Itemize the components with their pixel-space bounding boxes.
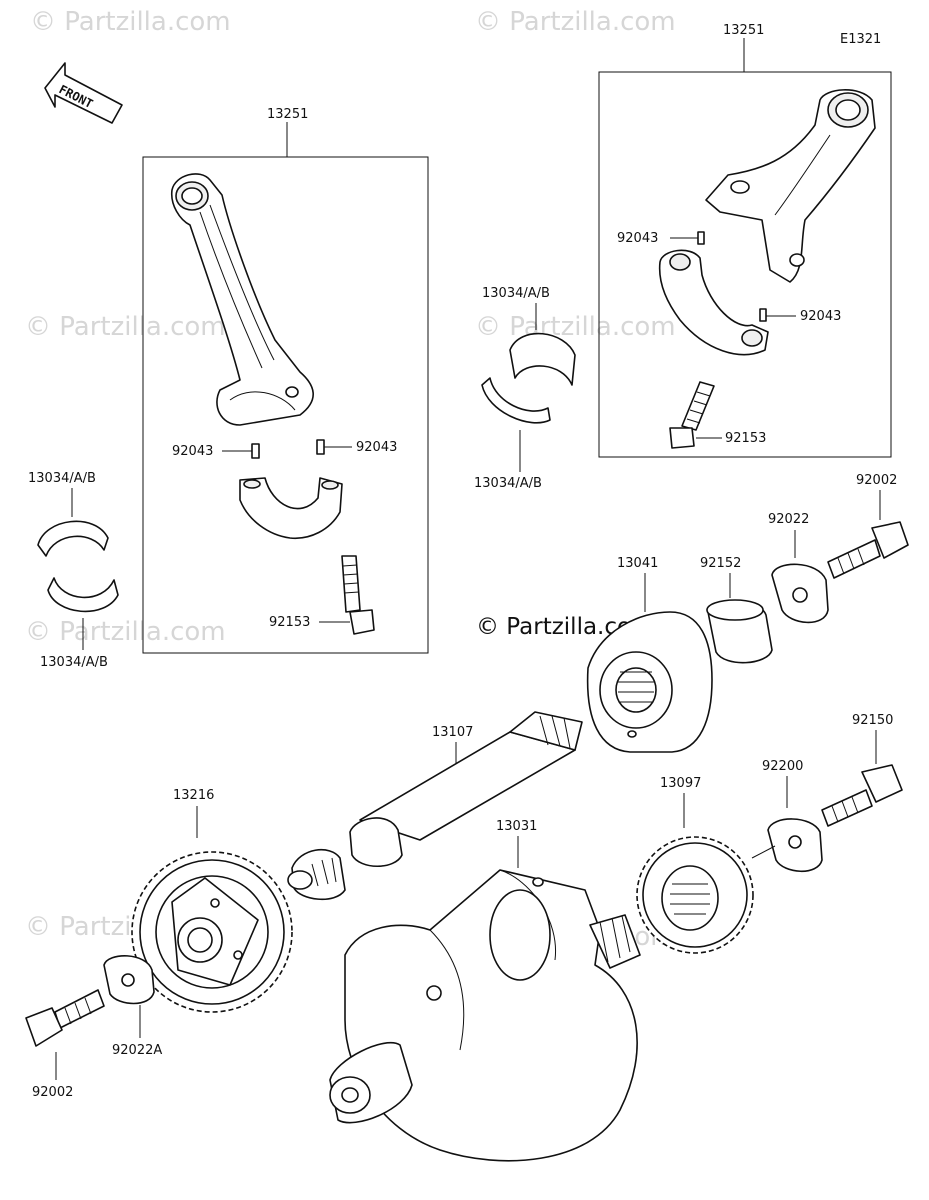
label-rod-set-right: 13251 [723, 23, 764, 38]
rod-set-right: 13251 92043 92043 92153 [598, 23, 892, 458]
bearing-shell-mid-upper [509, 332, 576, 386]
label-pin-left-b: 92043 [356, 440, 397, 455]
watermark-layer: © Partzilla.com © Partzilla.com © Partzi… [25, 7, 676, 952]
rod-set-right-box [598, 71, 892, 458]
label-collar-92152: 92152 [700, 556, 741, 571]
label-housing-13041: 13041 [617, 556, 658, 571]
rod-set-left-box [142, 156, 429, 654]
label-shaft-13107: 13107 [432, 725, 473, 740]
collar-92152: 92152 [700, 556, 773, 664]
washer-92022a: 92022A [103, 955, 162, 1058]
watermark: © Partzilla.com [475, 7, 676, 37]
label-bearing-mid-top: 13034/A/B [482, 286, 550, 301]
rod-cap-right [658, 249, 769, 356]
bearing-shell-left-lower [47, 577, 119, 613]
bearing-middle: 13034/A/B 13034/A/B [474, 286, 576, 491]
label-gear-13216: 13216 [173, 788, 214, 803]
bolt-92002-right: 92002 [827, 473, 909, 579]
gear-13097: 13097 [636, 776, 754, 954]
watermark: © Partzilla.com [30, 7, 231, 37]
rod-cap-left [239, 477, 343, 539]
bolt-right-92153 [669, 381, 715, 449]
diagram-code: E1321 [840, 32, 881, 47]
shaft-13107: 13107 [287, 711, 583, 901]
bolt-92150: 92150 [821, 713, 903, 827]
gear-13216: 13216 [131, 788, 293, 1013]
connecting-rod-right [705, 89, 876, 283]
label-bolt-left: 92153 [269, 615, 310, 630]
pin-left-b [316, 439, 325, 455]
label-pin-left-a: 92043 [172, 444, 213, 459]
washer-92200: 92200 [751, 759, 823, 872]
label-bolt-92002-right: 92002 [856, 473, 897, 488]
bearing-left: 13034/A/B 13034/A/B [28, 471, 119, 670]
housing-13041: 13041 [586, 556, 713, 753]
label-washer-92022a: 92022A [112, 1043, 162, 1058]
watermark: © Partzilla.com [475, 312, 676, 342]
label-bearing-left-top: 13034/A/B [28, 471, 96, 486]
label-pin-right-a: 92043 [617, 231, 658, 246]
label-gear-13097: 13097 [660, 776, 701, 791]
crankshaft-13031: 13031 [329, 819, 641, 1162]
label-crank-13031: 13031 [496, 819, 537, 834]
bolt-92002-left: 92002 [25, 989, 105, 1100]
label-rod-set-left: 13251 [267, 107, 308, 122]
watermark: © Partzilla.com [25, 617, 226, 647]
pin-right-b [759, 308, 767, 322]
bearing-shell-left-upper [37, 520, 109, 557]
washer-92022: 92022 [768, 512, 829, 624]
pin-right-a [697, 231, 705, 245]
pin-left-a [251, 443, 260, 459]
label-bolt-92002-left: 92002 [32, 1085, 73, 1100]
label-pin-right-b: 92043 [800, 309, 841, 324]
label-washer-92022: 92022 [768, 512, 809, 527]
label-bolt-right: 92153 [725, 431, 766, 446]
label-bolt-92150: 92150 [852, 713, 893, 728]
rod-set-left: 13251 92043 92043 [142, 107, 429, 654]
bolt-left-92153 [341, 555, 375, 635]
label-bearing-left-bottom: 13034/A/B [40, 655, 108, 670]
watermark: © Partzilla.com [25, 312, 226, 342]
label-bearing-mid-bottom: 13034/A/B [474, 476, 542, 491]
connecting-rod-left [170, 173, 314, 426]
bearing-shell-mid-lower [481, 377, 551, 424]
label-washer-92200: 92200 [762, 759, 803, 774]
front-arrow-icon: FRONT [44, 62, 123, 124]
